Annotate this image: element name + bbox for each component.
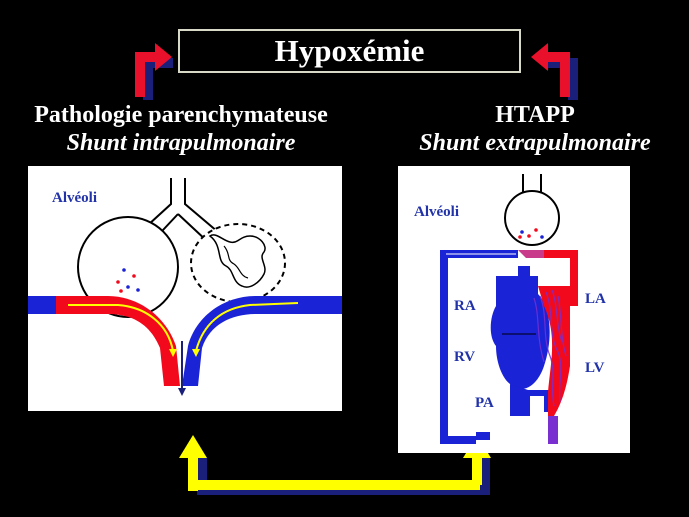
right-heading-title: HTAPP — [495, 102, 575, 128]
right-heading: HTAPP Shunt extrapulmonaire — [400, 101, 670, 157]
left-heading: Pathologie parenchymateuse Shunt intrapu… — [8, 101, 354, 157]
diseased-alveolus — [190, 223, 286, 303]
red-arrows — [135, 43, 570, 97]
right-red-arrow-shaft — [560, 52, 570, 97]
page-title: Hypoxémie — [178, 29, 521, 73]
label-la: LA — [585, 291, 606, 307]
left-heading-subtitle: Shunt intrapulmonaire — [66, 130, 296, 156]
alveolus — [504, 190, 560, 246]
heart-circulation-drawing — [440, 174, 578, 444]
left-yellow-arrow-shaft — [188, 455, 198, 491]
label-pa: PA — [475, 395, 494, 411]
extrapulmonary-shunt-diagram: Alvéoli RA RV PA LA LV — [398, 166, 630, 453]
label-ra: RA — [454, 298, 476, 314]
intrapulmonary-shunt-diagram: Alvéoli — [28, 166, 342, 411]
left-heading-title: Pathologie parenchymateuse — [34, 102, 328, 128]
right-alveoli-label: Alvéoli — [414, 204, 459, 220]
left-yellow-arrow-head — [179, 435, 207, 458]
right-yellow-arrow-shaft — [472, 455, 482, 485]
right-red-arrow-head — [531, 43, 548, 71]
label-lv: LV — [585, 360, 605, 376]
left-red-arrow-shaft — [135, 52, 145, 97]
right-heart — [490, 276, 550, 390]
left-alveoli-label: Alvéoli — [52, 190, 97, 206]
healthy-alveolus — [77, 216, 179, 318]
label-rv: RV — [454, 349, 476, 365]
right-heading-subtitle: Shunt extrapulmonaire — [419, 130, 651, 156]
lung-alveoli-drawing — [28, 178, 342, 396]
left-red-arrow-head — [155, 43, 172, 71]
